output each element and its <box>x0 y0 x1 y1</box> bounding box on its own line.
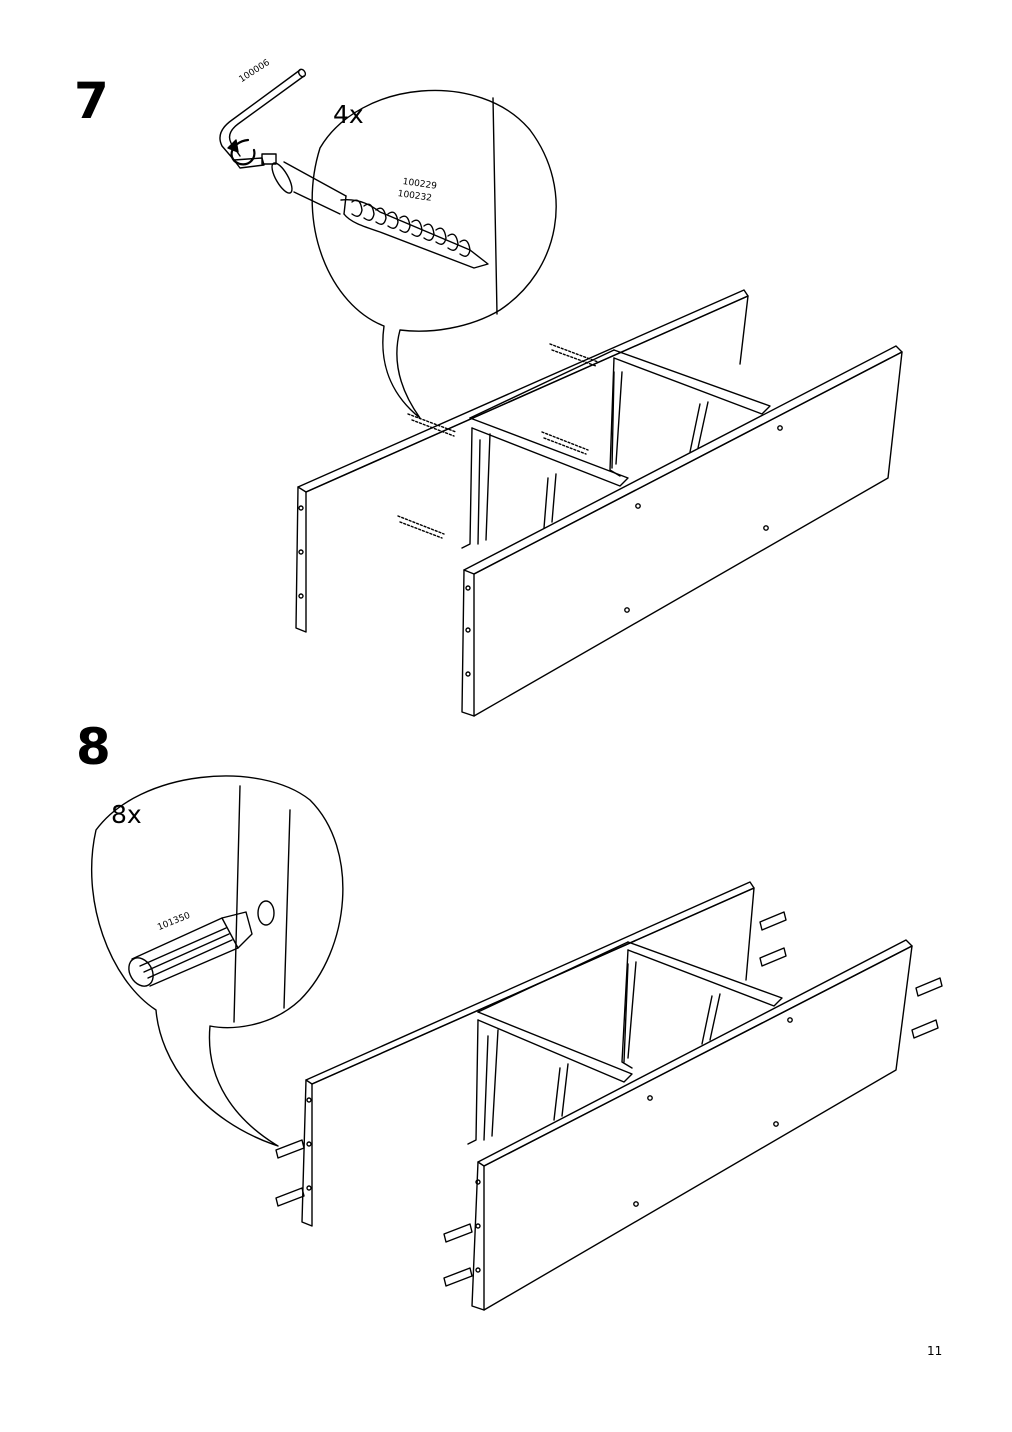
cam-screw-icon <box>271 161 489 269</box>
step-7-quantity: 4x <box>333 100 364 129</box>
shelf-frame-step7 <box>295 289 903 717</box>
step7-illustration <box>219 68 903 717</box>
dowel-pins <box>275 911 943 1287</box>
hex-key-icon <box>219 68 307 169</box>
page-number: 11 <box>927 1344 943 1358</box>
detail-bubble-8 <box>90 775 344 1147</box>
step8-illustration <box>90 775 943 1311</box>
step-8-number: 8 <box>76 718 111 776</box>
rotate-arrow-icon <box>227 138 256 166</box>
step-8-quantity: 8x <box>111 800 142 829</box>
shelf-frame-step8 <box>275 881 943 1311</box>
detail-bubble <box>311 89 557 419</box>
wooden-dowel-icon <box>128 911 253 987</box>
step-7-number: 7 <box>74 72 109 130</box>
